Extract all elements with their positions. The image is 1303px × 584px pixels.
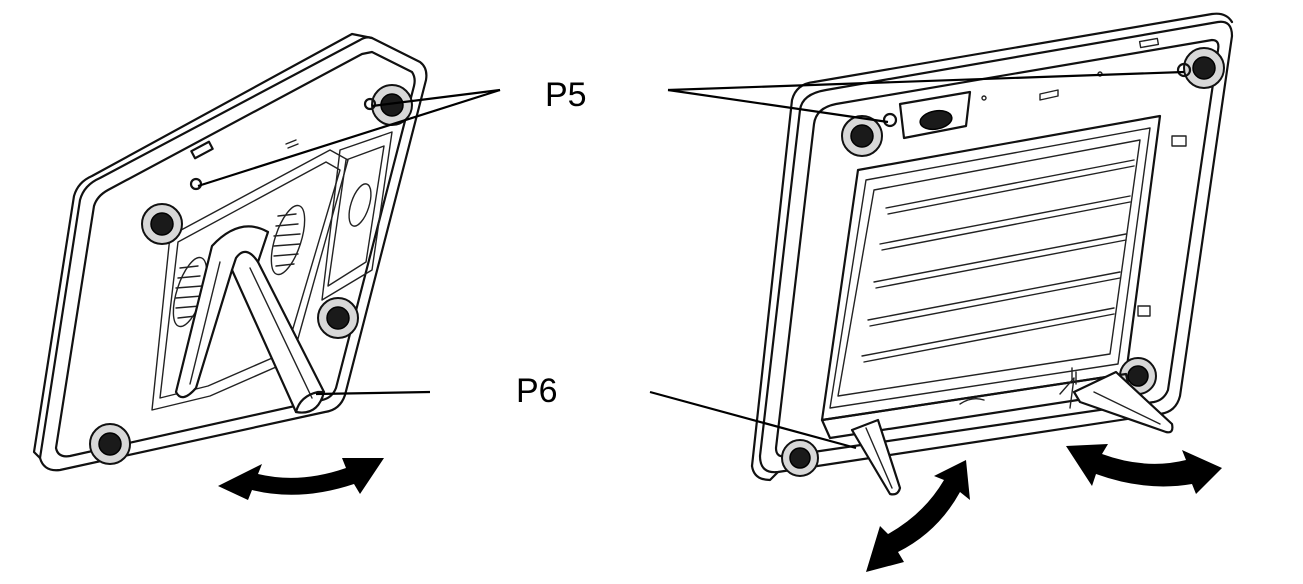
rotate-arrow-icon — [866, 460, 970, 572]
hang-hole — [882, 112, 898, 128]
rotate-arrow-icon — [1066, 444, 1222, 494]
device-left — [32, 32, 428, 472]
leader-p5-right-a — [667, 88, 889, 124]
foot-top-right-r — [1183, 47, 1225, 89]
leader-p5-left-a — [371, 88, 501, 108]
kickstand-left-leg — [850, 418, 902, 496]
hang-hole — [363, 97, 377, 111]
leader-lines — [197, 70, 1185, 450]
leader-p6-right — [649, 390, 857, 450]
device-right — [750, 12, 1234, 496]
leader-p5-left-b — [197, 88, 501, 188]
label-p6: P6 — [516, 372, 558, 410]
leader-p6-left — [315, 390, 431, 396]
label-p5: P5 — [545, 76, 587, 114]
rotate-arrow-icon — [218, 458, 384, 500]
foot-bottom-left — [89, 423, 131, 465]
foot-top-left-r — [841, 115, 883, 157]
foot-bottom-right — [317, 297, 359, 339]
hang-hole — [1176, 62, 1192, 78]
kickstand-right-leg — [1072, 370, 1174, 434]
kickstand-left — [174, 225, 326, 414]
leader-p5-right-b — [667, 70, 1185, 92]
foot-top-left — [141, 203, 183, 245]
foot-bottom-left-r — [781, 439, 819, 477]
door-ribs — [861, 159, 1135, 363]
foot-top-right — [371, 84, 413, 126]
